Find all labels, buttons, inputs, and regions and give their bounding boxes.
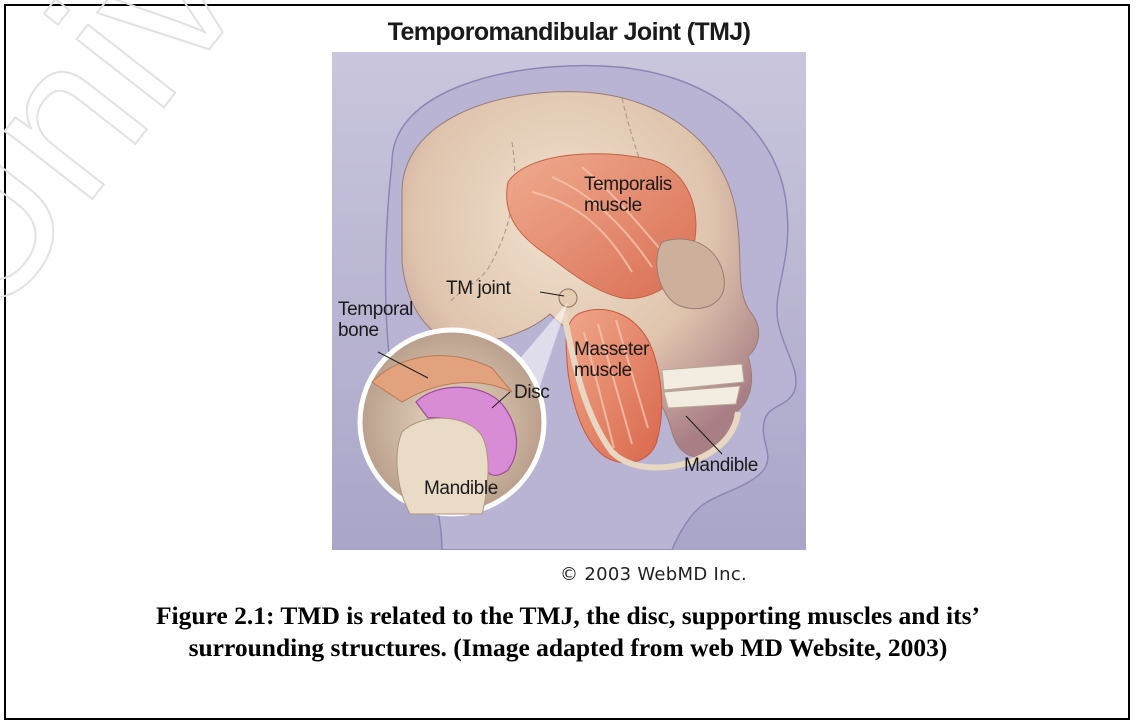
tm-joint-label: TM joint: [446, 278, 510, 299]
disc-label: Disc: [514, 382, 549, 403]
figure-caption: Figure 2.1: TMD is related to the TMJ, t…: [60, 600, 1076, 664]
mandible-label: Mandible: [684, 455, 758, 476]
masseter-label: Masseter muscle: [574, 339, 649, 381]
figure-title: Temporomandibular Joint (TMJ): [332, 18, 806, 47]
caption-line-1: Figure 2.1: TMD is related to the TMJ, t…: [60, 600, 1076, 632]
mandible-inset-label: Mandible: [424, 478, 498, 499]
caption-line-2: surrounding structures. (Image adapted f…: [60, 632, 1076, 664]
temporalis-label: Temporalis muscle: [584, 174, 672, 216]
temporal-bone-label: Temporal bone: [338, 299, 413, 341]
copyright-text: © 2003 WebMD Inc.: [560, 564, 747, 585]
inset-mandible-condyle: [397, 418, 488, 514]
tm-joint-marker: [559, 289, 577, 307]
